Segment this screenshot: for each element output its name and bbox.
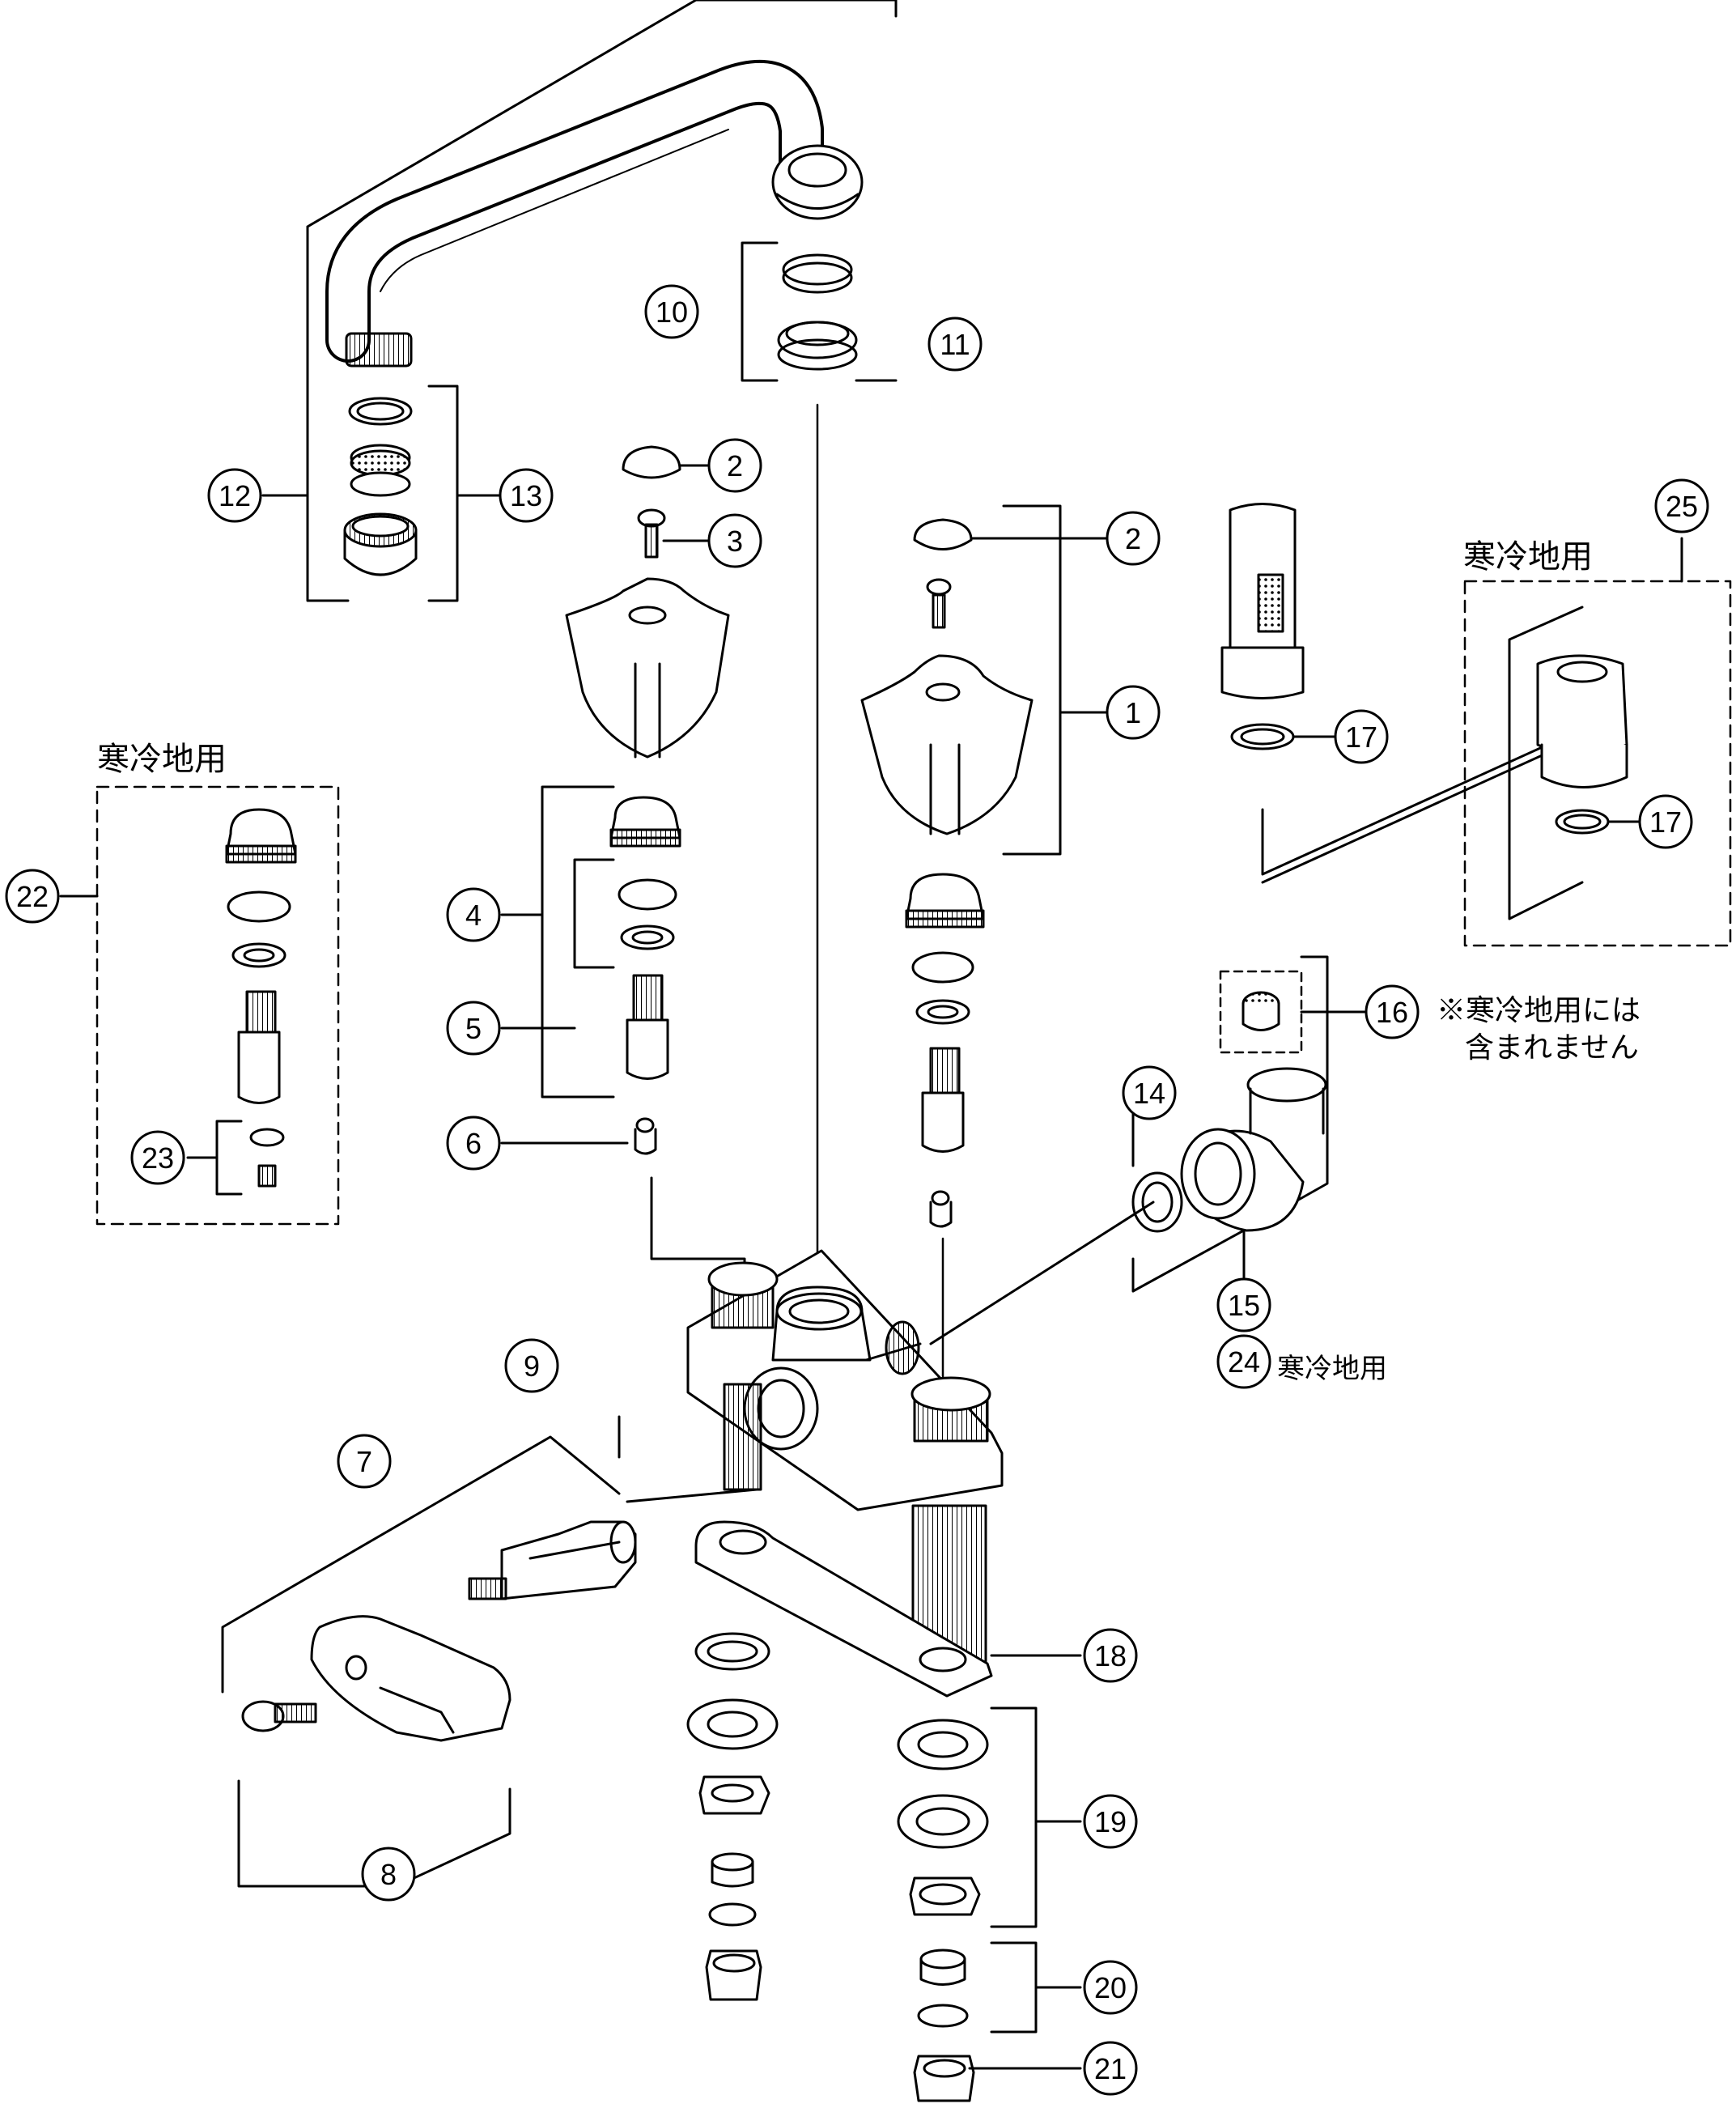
svg-text:25: 25: [1666, 490, 1698, 523]
svg-text:19: 19: [1094, 1805, 1127, 1838]
callout-22: 22: [5, 869, 60, 924]
lever-handle: [310, 1615, 511, 1742]
cold-region-cartridge: [225, 808, 297, 1188]
cold-region-label-left: 寒冷地用: [97, 742, 227, 777]
cold-region-box-left: [96, 785, 340, 1226]
svg-text:4: 4: [465, 899, 482, 932]
callout-21: 21: [1083, 2041, 1138, 2096]
svg-text:13: 13: [510, 479, 542, 512]
bracket-10: [741, 241, 779, 382]
svg-text:22: 22: [16, 880, 49, 913]
callout-3: 3: [707, 513, 762, 568]
svg-text:14: 14: [1133, 1077, 1165, 1110]
aerator-parts: [343, 397, 418, 576]
spout-bracket: [306, 0, 898, 602]
callout-18: 18: [1083, 1628, 1138, 1683]
right-handle: [860, 654, 1034, 835]
callout-17a: 17: [1334, 709, 1389, 764]
callout-24: 24: [1216, 1334, 1271, 1389]
svg-text:12: 12: [219, 479, 251, 512]
spout-pipe: [325, 59, 864, 368]
svg-text:11: 11: [940, 328, 970, 361]
cold-region-label-24: 寒冷地用: [1277, 1354, 1387, 1384]
callout-14: 14: [1122, 1065, 1177, 1120]
svg-text:2: 2: [727, 449, 743, 482]
callout-6: 6: [446, 1116, 501, 1171]
svg-text:10: 10: [656, 295, 688, 329]
svg-text:24: 24: [1228, 1345, 1260, 1379]
callout-23: 23: [130, 1130, 185, 1185]
svg-text:2: 2: [1125, 522, 1141, 555]
callout-8: 8: [361, 1847, 416, 1902]
mounting-plate: [694, 1520, 993, 1698]
svg-text:23: 23: [142, 1141, 174, 1175]
callout-15: 15: [1216, 1277, 1271, 1332]
right-cartridge-parts: [905, 873, 985, 1228]
cold-region-box-right: [1463, 580, 1732, 947]
lever-screw: [241, 1700, 317, 1732]
filter-cap: [1242, 991, 1280, 1031]
elbow-fitting: [1131, 1067, 1327, 1233]
callout-9: 9: [504, 1338, 559, 1393]
bracket-4-5: [500, 785, 615, 1099]
svg-text:1: 1: [1125, 696, 1141, 729]
left-mounting-washers: [686, 1632, 779, 2001]
svg-text:8: 8: [380, 1858, 397, 1891]
svg-text:21: 21: [1094, 2052, 1127, 2085]
svg-text:6: 6: [465, 1127, 482, 1160]
callout-12: 12: [207, 468, 262, 523]
svg-text:16: 16: [1376, 996, 1408, 1029]
cold-region-label-right: 寒冷地用: [1463, 539, 1593, 575]
note-line-2: 含まれません: [1465, 1031, 1639, 1064]
right-handle-screw: [926, 578, 952, 629]
bracket-12-13: [427, 385, 503, 602]
callout-25: 25: [1654, 478, 1709, 533]
right-mounting-washers: [897, 1719, 989, 2102]
callout-circles: 10 11 12 13 2 3 2 1 25 17 17 22 4 5 16 1…: [5, 284, 1709, 2096]
svg-text:17: 17: [1345, 720, 1377, 754]
svg-text:17: 17: [1649, 805, 1682, 839]
svg-text:5: 5: [465, 1012, 482, 1045]
callout-7: 7: [337, 1434, 392, 1489]
left-cartridge-parts: [609, 796, 681, 1155]
svg-text:20: 20: [1094, 1971, 1127, 2004]
spout-seal-rings: [777, 253, 858, 371]
note-line-1: ※寒冷地用には: [1437, 993, 1641, 1026]
svg-text:7: 7: [356, 1445, 372, 1478]
callout-19: 19: [1083, 1794, 1138, 1849]
svg-text:18: 18: [1094, 1639, 1127, 1672]
svg-text:15: 15: [1228, 1289, 1260, 1322]
callout-1: 1: [1106, 685, 1161, 740]
faucet-body: [686, 1249, 1004, 1669]
left-handle-screw: [637, 508, 666, 559]
left-handle: [565, 577, 730, 759]
svg-text:9: 9: [524, 1349, 540, 1383]
callout-4: 4: [446, 887, 501, 942]
callout-10: 10: [644, 284, 699, 339]
callout-17b: 17: [1638, 794, 1693, 849]
diverter-cartridge: [468, 1520, 637, 1600]
callout-5: 5: [446, 1001, 501, 1056]
strainer-tube: [1220, 503, 1305, 699]
callout-2b: 2: [1106, 511, 1161, 566]
callout-2a: 2: [707, 438, 762, 493]
right-handle-cap: [913, 518, 973, 550]
callout-13: 13: [499, 468, 554, 523]
callout-16: 16: [1365, 984, 1420, 1039]
cold-region-adapter: [1536, 654, 1628, 835]
svg-text:3: 3: [727, 525, 743, 558]
callout-20: 20: [1083, 1960, 1138, 2015]
callout-11: 11: [927, 317, 983, 372]
left-handle-cap: [622, 445, 681, 479]
